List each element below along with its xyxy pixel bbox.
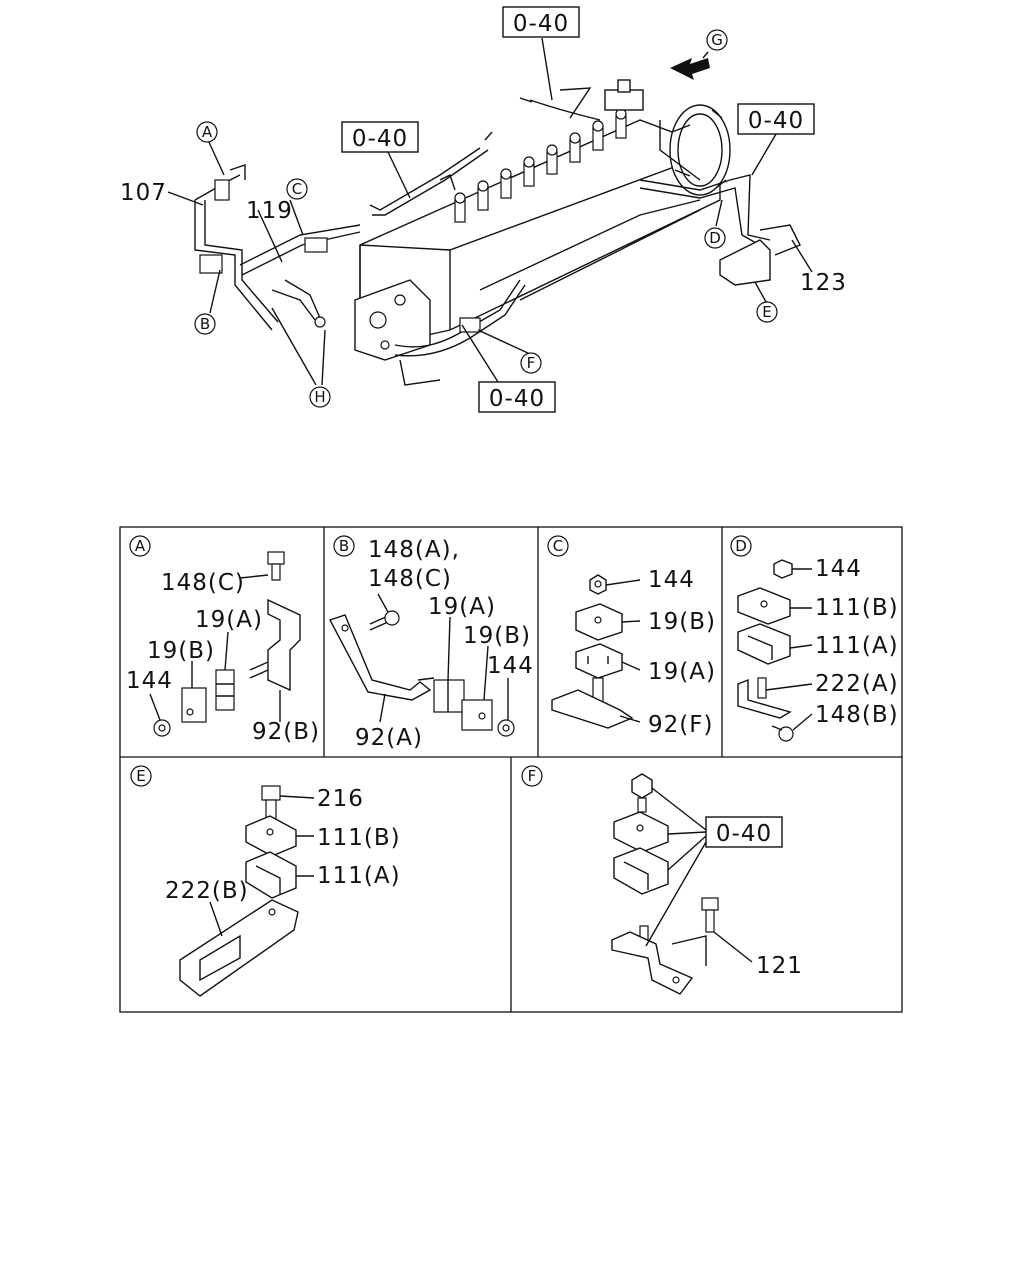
view-arrow-g xyxy=(670,58,710,80)
svg-text:0-40: 0-40 xyxy=(352,126,408,152)
svg-text:A: A xyxy=(135,537,146,555)
label-222a: 222(A) xyxy=(815,671,899,697)
panel-letter-c: C xyxy=(547,535,569,557)
detail-panel-a: A 148(C) 19(A) 19(B) 144 92(B) xyxy=(126,535,320,745)
ref-box-right[interactable]: 0-40 xyxy=(737,103,815,135)
label-144: 144 xyxy=(126,668,173,694)
svg-text:G: G xyxy=(711,31,723,49)
part-label-107: 107 xyxy=(120,180,167,206)
panel-letter-b: B xyxy=(333,535,355,557)
label-121: 121 xyxy=(756,953,803,979)
svg-text:A: A xyxy=(202,123,213,141)
label-222b: 222(B) xyxy=(165,878,249,904)
detail-panel-c: C 144 19(B) 19(A) 92(F) xyxy=(547,535,716,738)
svg-text:C: C xyxy=(292,180,302,198)
callout-e[interactable]: E xyxy=(756,301,778,323)
label-19a-c: 19(A) xyxy=(648,659,716,685)
detail-panel-b: B 148(A), 148(C) 19(A) 19(B) 144 92(A) xyxy=(328,535,534,751)
detail-panel-f: F 0-40 121 xyxy=(521,765,803,995)
main-leader-lines xyxy=(167,37,813,386)
label-19a-b: 19(A) xyxy=(428,594,496,620)
label-144-c: 144 xyxy=(648,567,695,593)
svg-text:0-40: 0-40 xyxy=(489,386,545,412)
part-label-123: 123 xyxy=(800,270,847,296)
label-144-d: 144 xyxy=(815,556,862,582)
label-19b: 19(B) xyxy=(147,638,215,664)
label-111b-e: 111(B) xyxy=(317,825,401,851)
ref-box-top[interactable]: 0-40 xyxy=(502,6,580,38)
delivery-valves xyxy=(454,108,627,223)
ref-box-bottom[interactable]: 0-40 xyxy=(478,381,556,413)
label-111a-d: 111(A) xyxy=(815,633,899,659)
panel-letter-a: A xyxy=(129,535,151,557)
svg-text:D: D xyxy=(709,229,721,247)
svg-text:C: C xyxy=(553,537,563,555)
label-144-b: 144 xyxy=(487,653,534,679)
svg-text:D: D xyxy=(735,537,747,555)
svg-text:E: E xyxy=(136,767,145,785)
part-label-119: 119 xyxy=(246,198,293,224)
label-19b-c: 19(B) xyxy=(648,609,716,635)
label-111b-d: 111(B) xyxy=(815,595,899,621)
callout-c[interactable]: C xyxy=(286,178,308,200)
svg-text:0-40: 0-40 xyxy=(748,108,804,134)
svg-text:0-40: 0-40 xyxy=(513,11,569,37)
label-19a: 19(A) xyxy=(195,607,263,633)
ref-box-left[interactable]: 0-40 xyxy=(341,121,419,153)
svg-text:B: B xyxy=(339,537,349,555)
svg-text:E: E xyxy=(762,303,771,321)
ref-box-panel-f[interactable]: 0-40 xyxy=(705,816,783,848)
label-148b: 148(B) xyxy=(815,702,899,728)
callout-h[interactable]: H xyxy=(309,386,331,408)
label-92f: 92(F) xyxy=(648,712,713,738)
detail-panel-d: D 144 111(B) 111(A) 222(A) 148(B) xyxy=(730,535,899,742)
engine-assembly-drawing xyxy=(194,58,801,386)
label-92b: 92(B) xyxy=(252,719,320,745)
callout-a[interactable]: A xyxy=(196,121,218,143)
svg-text:0-40: 0-40 xyxy=(716,821,772,847)
callout-g[interactable]: G xyxy=(706,29,728,51)
callout-d[interactable]: D xyxy=(704,227,726,249)
label-19b-b: 19(B) xyxy=(463,623,531,649)
label-111a-e: 111(A) xyxy=(317,863,401,889)
label-92a: 92(A) xyxy=(355,725,423,751)
label-148a: 148(A), xyxy=(368,537,460,563)
panel-letter-f: F xyxy=(521,765,543,787)
callout-f[interactable]: F xyxy=(520,352,542,374)
panel-letter-e: E xyxy=(130,765,152,787)
detail-panel-e: E 216 111(B) 111(A) 222(B) xyxy=(130,765,401,997)
panel-letter-d: D xyxy=(730,535,752,557)
label-216: 216 xyxy=(317,786,364,812)
svg-text:F: F xyxy=(528,767,537,785)
label-148c-b: 148(C) xyxy=(368,566,452,592)
detail-grid xyxy=(119,526,903,1013)
svg-text:B: B xyxy=(200,315,210,333)
svg-text:F: F xyxy=(527,354,536,372)
callout-b[interactable]: B xyxy=(194,313,216,335)
svg-text:H: H xyxy=(314,388,325,406)
label-148c: 148(C) xyxy=(161,570,245,596)
